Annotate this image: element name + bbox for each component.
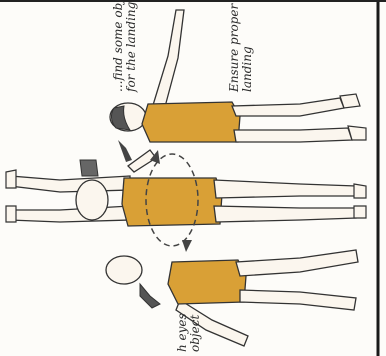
caption-find-object: ...find some object for the landing (112, 0, 138, 92)
figure-twisting-gymnast (6, 150, 366, 252)
caption-ensure-landing-line2: landing (241, 4, 254, 92)
caption-eyes-object: h eyes object (176, 313, 202, 352)
caption-ensure-landing: Ensure proper landing (228, 4, 254, 92)
caption-find-object-line2: for the landing (125, 0, 138, 92)
caption-eyes-object-line2: object (189, 313, 202, 352)
figure-takeoff-gymnast (106, 250, 358, 346)
